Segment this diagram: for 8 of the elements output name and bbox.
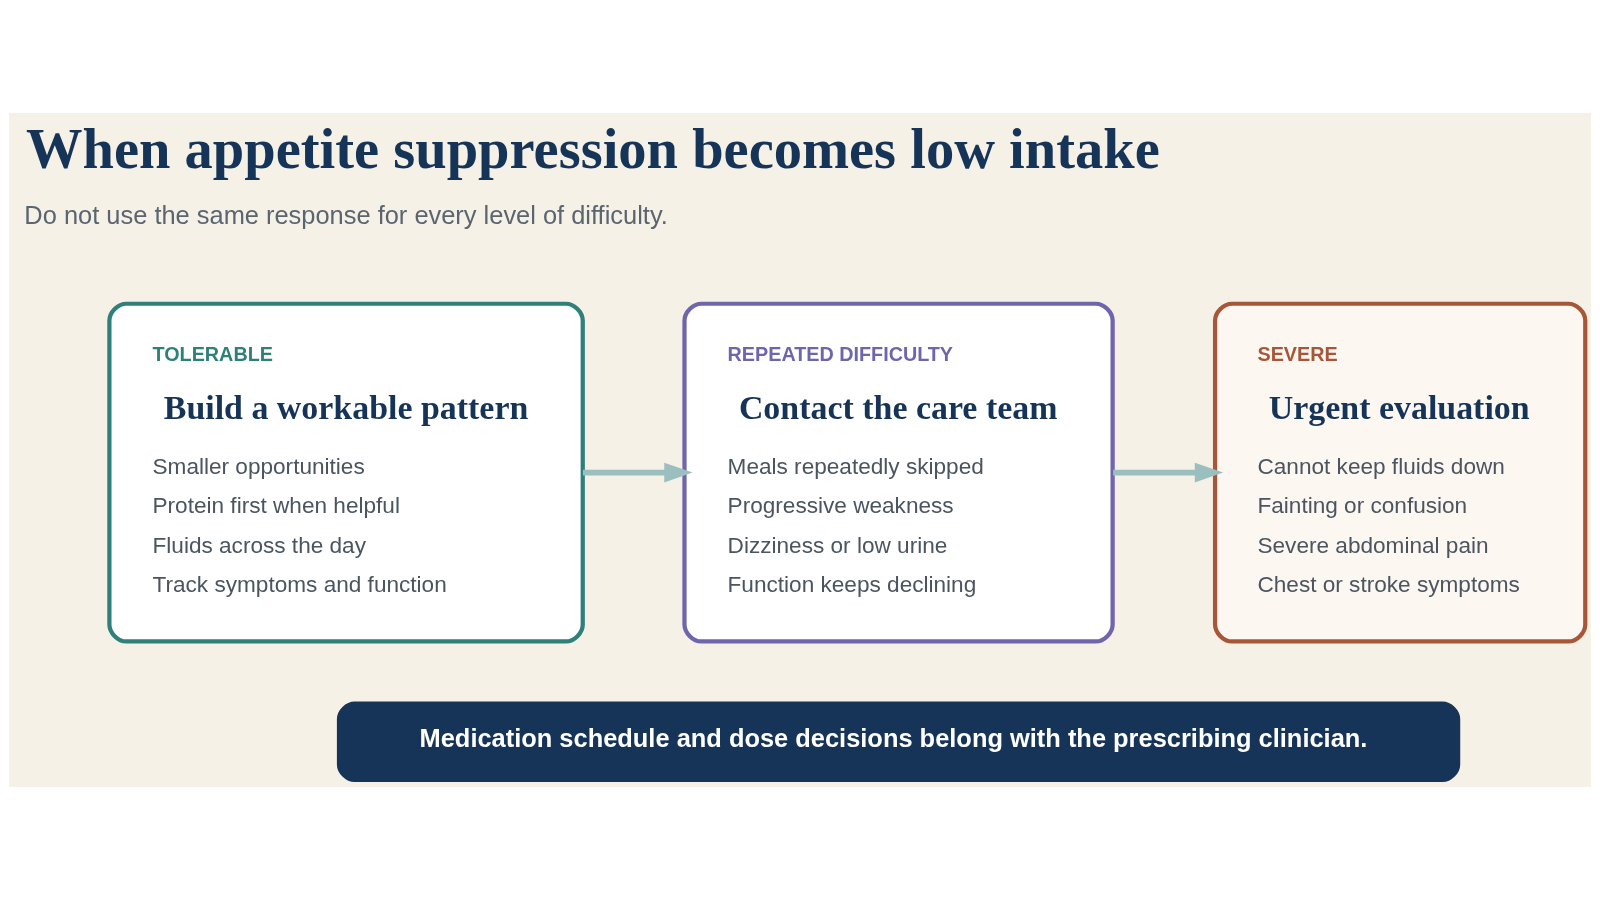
label: Do not use the same response for every level of difficulty. [24, 200, 668, 229]
arrow [582, 462, 693, 483]
node-box: TOLERABLE Build a workable pattern Smaller opportunities Protein first when helpful Fluids across the day Track symptoms and function [107, 301, 585, 644]
node-box: SEVERE Urgent evaluation Cannot keep fluids down Fainting or confusion Severe abdominal pain Chest or stroke symptoms [1212, 301, 1588, 644]
node-box: Medication schedule and dose decisions belong with the prescribing clinician. [336, 701, 1461, 783]
arrow [1113, 462, 1224, 483]
diagram-title: When appetite suppression becomes low intake [26, 118, 1160, 181]
node-box: REPEATED DIFFICULTY Contact the care team Meals repeatedly skipped Progressive weakness Dizziness or low urine Function keeps declining [682, 301, 1115, 644]
